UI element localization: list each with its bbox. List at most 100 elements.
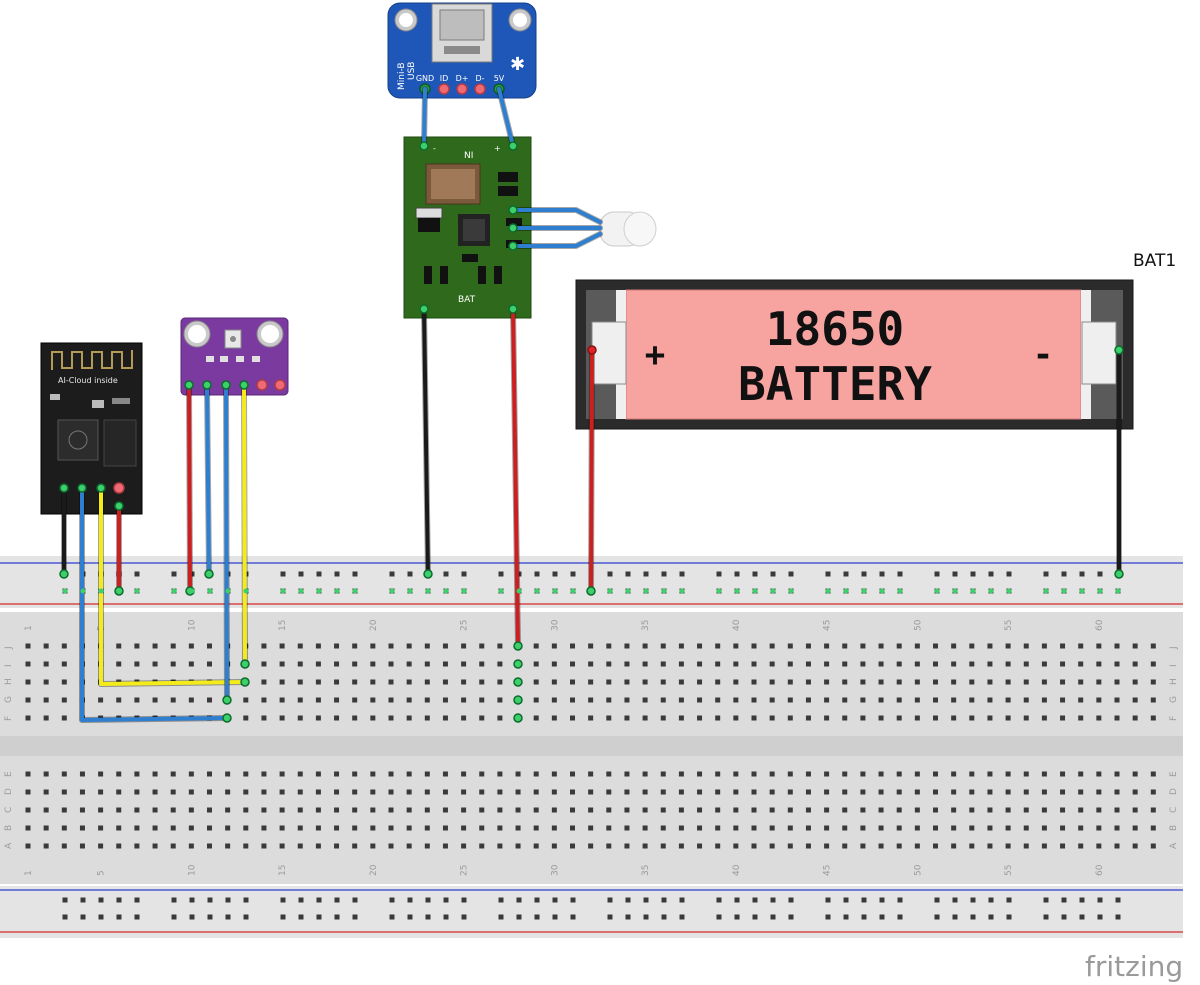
breadboard-hole: [497, 825, 503, 831]
wire-led-1[interactable]: [511, 208, 602, 224]
connected-rail-hole: [225, 588, 231, 594]
breadboard-hole: [1041, 697, 1047, 703]
connected-rail-hole: [734, 588, 740, 594]
breadboard-hole: [733, 843, 739, 849]
power-rail-hole: [298, 571, 304, 577]
breadboard-hole: [297, 843, 303, 849]
connected-hole: [513, 695, 523, 705]
power-rail-hole: [897, 914, 903, 920]
power-rail-hole: [1061, 571, 1067, 577]
breadboard-hole: [551, 843, 557, 849]
mount-hole: [513, 13, 527, 27]
breadboard-hole: [588, 697, 594, 703]
breadboard-hole: [588, 771, 594, 777]
breadboard-hole: [660, 643, 666, 649]
column-number-top: 50: [913, 619, 923, 631]
wire-sensor-sda[interactable]: [242, 383, 247, 666]
breadboard-hole: [933, 807, 938, 813]
power-rail-hole: [825, 914, 831, 920]
wire-usb-gnd[interactable]: [422, 87, 427, 148]
breadboard-hole: [824, 661, 830, 667]
wire-charger-bat-minus[interactable]: [422, 307, 430, 576]
power-rail-hole: [607, 914, 613, 920]
row-letter: G: [4, 696, 14, 703]
breadboard-hole: [805, 715, 811, 721]
wire-esp-io-2[interactable]: [99, 486, 247, 686]
usb-pin-label: D+: [456, 74, 469, 83]
power-rail-hole: [843, 571, 849, 577]
connected-rail-hole: [661, 588, 667, 594]
breadboard-hole: [116, 643, 122, 649]
breadboard-hole: [497, 807, 503, 813]
breadboard-hole: [697, 807, 703, 813]
breadboard-hole: [170, 643, 176, 649]
wire-usb-5v[interactable]: [497, 87, 515, 148]
power-rail-hole: [1097, 914, 1103, 920]
breadboard-hole: [1041, 843, 1047, 849]
power-rail-hole: [443, 571, 449, 577]
breadboard-hole: [79, 825, 85, 831]
breadboard-hole: [1060, 661, 1066, 667]
breadboard-hole: [969, 679, 975, 685]
wire-sensor-gnd[interactable]: [205, 383, 211, 576]
power-rail-hole: [534, 914, 540, 920]
row-letter: E: [1169, 771, 1179, 777]
breadboard-hole: [606, 789, 612, 795]
wire-sensor-vcc[interactable]: [187, 383, 192, 593]
breadboard-hole: [787, 697, 793, 703]
power-rail-hole: [498, 571, 504, 577]
breadboard-hole: [497, 789, 503, 795]
power-rail-hole: [1097, 571, 1103, 577]
power-rail-hole: [352, 914, 358, 920]
column-number-bottom: 45: [823, 865, 833, 876]
power-rail-hole: [988, 571, 994, 577]
power-rail-hole: [389, 897, 395, 903]
breadboard-hole: [878, 843, 884, 849]
breadboard-hole: [297, 661, 303, 667]
breadboard-hole: [842, 807, 848, 813]
breadboard-hole: [1060, 643, 1066, 649]
connected-rail-hole: [134, 588, 140, 594]
power-rail-hole: [734, 914, 740, 920]
power-rail-hole: [716, 897, 722, 903]
breadboard-hole: [860, 771, 866, 777]
breadboard-hole: [624, 715, 630, 721]
breadboard-hole: [188, 807, 194, 813]
breadboard-hole: [207, 807, 212, 813]
breadboard-hole: [188, 697, 194, 703]
sensor-board: [180, 317, 289, 396]
power-rail-hole: [171, 914, 177, 920]
breadboard-hole: [1005, 771, 1011, 777]
breadboard-hole: [697, 771, 703, 777]
breadboard-hole: [261, 843, 267, 849]
power-rail-hole: [988, 897, 994, 903]
breadboard-hole: [606, 771, 612, 777]
breadboard-hole: [951, 807, 957, 813]
breadboard-hole: [733, 789, 739, 795]
breadboard-hole: [152, 843, 158, 849]
wire-battery-plus[interactable]: [589, 348, 594, 593]
power-rail-hole: [970, 897, 976, 903]
breadboard-hole: [1114, 771, 1120, 777]
wire-esp-io-1[interactable]: [80, 486, 229, 722]
breadboard-hole: [442, 825, 448, 831]
breadboard-hole: [1005, 807, 1011, 813]
wire-sensor-scl[interactable]: [224, 383, 229, 702]
breadboard-hole: [207, 697, 212, 703]
connected-hole: [419, 141, 429, 151]
breadboard-hole: [1150, 771, 1156, 777]
breadboard-hole: [533, 807, 539, 813]
power-rail-hole: [316, 897, 322, 903]
breadboard-hole: [225, 789, 231, 795]
breadboard-hole: [896, 771, 902, 777]
wire-led-3[interactable]: [511, 232, 602, 248]
row-letter: D: [1169, 788, 1179, 795]
breadboard-hole: [1005, 825, 1011, 831]
breadboard-hole: [751, 643, 757, 649]
charger-module: NI BAT - +: [403, 136, 532, 319]
breadboard-hole: [1023, 697, 1029, 703]
connected-rail-hole: [1043, 588, 1049, 594]
connected-rail-hole: [607, 588, 613, 594]
breadboard-hole: [261, 807, 267, 813]
power-rail-hole: [607, 897, 613, 903]
